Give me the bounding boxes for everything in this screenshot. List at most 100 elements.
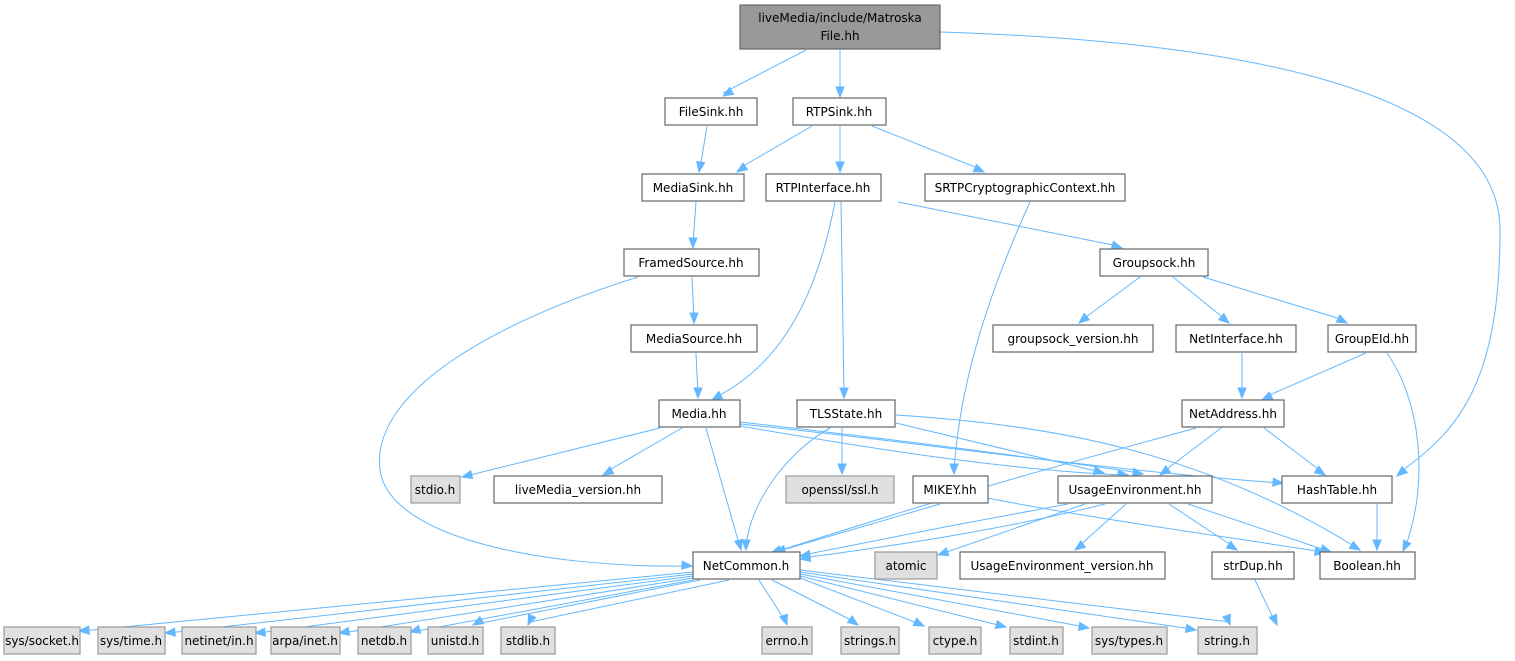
dependency-edge <box>1372 504 1382 552</box>
arrowhead-icon <box>798 552 812 562</box>
arrowhead-icon <box>1158 464 1172 476</box>
node-stdlib[interactable]: stdlib.h <box>500 626 556 655</box>
node-sys-types[interactable]: sys/types.h <box>1091 626 1168 655</box>
node-label: MediaSource.hh <box>646 332 742 346</box>
node-media[interactable]: Media.hh <box>658 399 741 428</box>
node-string[interactable]: string.h <box>1197 626 1258 655</box>
node-rtpsink[interactable]: RTPSink.hh <box>792 97 887 126</box>
dependency-edge <box>408 579 694 634</box>
edge-line <box>739 125 813 169</box>
edge-line <box>705 427 741 548</box>
node-stdint[interactable]: stdint.h <box>1009 626 1064 655</box>
arrowhead-icon <box>837 463 847 476</box>
node-strings[interactable]: strings.h <box>840 626 900 655</box>
dependency-edge <box>986 497 1327 556</box>
edge-line <box>799 571 1193 630</box>
node-mediasink[interactable]: MediaSink.hh <box>641 173 745 202</box>
node-label: liveMedia/include/Matroska <box>758 11 922 25</box>
node-label: sys/socket.h <box>5 634 79 648</box>
dependency-edge <box>710 201 836 401</box>
node-label: MIKEY.hh <box>923 483 976 497</box>
node-netinet-in[interactable]: netinet/in.h <box>181 626 257 655</box>
dependency-edge <box>471 579 701 626</box>
node-label: stdlib.h <box>506 634 550 648</box>
node-rtpinterface[interactable]: RTPInterface.hh <box>765 173 882 202</box>
dependency-edge <box>758 579 788 627</box>
node-filesink[interactable]: FileSink.hh <box>664 97 758 126</box>
edge-line <box>411 579 694 633</box>
node-livemedia-version[interactable]: liveMedia_version.hh <box>493 475 663 504</box>
node-unistd[interactable]: unistd.h <box>427 626 484 655</box>
dependency-edge <box>771 579 860 626</box>
node-label: NetInterface.hh <box>1189 332 1283 346</box>
dependency-edge <box>936 503 1086 557</box>
arrowhead-icon <box>1225 540 1239 551</box>
edge-line <box>802 503 1069 556</box>
node-mikey[interactable]: MIKEY.hh <box>912 475 989 504</box>
dependency-edge <box>77 571 694 635</box>
node-label: stdio.h <box>415 483 455 497</box>
edge-line <box>758 579 787 623</box>
arrowhead-icon <box>253 627 266 637</box>
node-usageenvironment[interactable]: UsageEnvironment.hh <box>1057 475 1213 504</box>
edge-line <box>771 579 856 623</box>
arrowhead-icon <box>994 619 1008 630</box>
node-label: RTPInterface.hh <box>776 181 871 195</box>
arrowhead-icon <box>778 613 788 627</box>
node-hashtable[interactable]: HashTable.hh <box>1281 475 1393 504</box>
dependency-edge <box>1202 276 1349 324</box>
node-label: sys/types.h <box>1095 634 1163 648</box>
arrowhead-icon <box>601 465 615 476</box>
node-arpa-inet[interactable]: arpa/inet.h <box>270 626 341 655</box>
dependency-edge <box>837 428 847 476</box>
arrowhead-icon <box>949 463 959 476</box>
arrowhead-icon <box>936 547 950 557</box>
dependency-edge <box>689 276 699 325</box>
node-label: errno.h <box>766 634 809 648</box>
dependency-edge <box>798 503 1106 562</box>
node-boolean[interactable]: Boolean.hh <box>1319 551 1416 580</box>
node-srtpcryptographiccontext[interactable]: SRTPCryptographicContext.hh <box>924 173 1126 202</box>
dependency-edge <box>799 575 1008 630</box>
node-usageenvironment-version[interactable]: UsageEnvironment_version.hh <box>959 551 1166 580</box>
node-openssl-ssl[interactable]: openssl/ssl.h <box>785 475 895 504</box>
arrowhead-icon <box>471 615 485 626</box>
node-sys-socket[interactable]: sys/socket.h <box>3 626 81 655</box>
edge-line <box>802 503 1106 559</box>
dependency-edge <box>705 427 744 552</box>
arrowhead-icon <box>1110 240 1124 250</box>
node-stdio[interactable]: stdio.h <box>410 475 461 504</box>
arrowhead-icon <box>1335 314 1349 324</box>
edge-line <box>167 573 694 634</box>
edge-line <box>1202 276 1345 321</box>
edge-line <box>799 573 1086 628</box>
node-tlsstate[interactable]: TLSState.hh <box>796 399 896 428</box>
node-strdup[interactable]: strDup.hh <box>1211 551 1295 580</box>
edge-line <box>715 201 836 398</box>
node-groupsock[interactable]: Groupsock.hh <box>1099 248 1209 277</box>
arrowhead-icon <box>710 390 724 401</box>
arrowhead-icon <box>912 617 926 627</box>
node-atomic[interactable]: atomic <box>874 551 938 580</box>
node-netinterface[interactable]: NetInterface.hh <box>1175 324 1297 353</box>
arrowhead-icon <box>1077 621 1091 631</box>
node-sys-time[interactable]: sys/time.h <box>97 626 166 655</box>
node-netdb[interactable]: netdb.h <box>357 626 412 655</box>
node-netaddress[interactable]: NetAddress.hh <box>1181 399 1285 428</box>
dependency-edge <box>337 577 694 636</box>
edge-line <box>1264 352 1367 398</box>
node-label: strings.h <box>844 634 896 648</box>
edge-line <box>897 201 1119 247</box>
node-groupeid[interactable]: GroupEId.hh <box>1327 324 1417 353</box>
arrowhead-icon <box>681 560 694 570</box>
node-matroskafile[interactable]: liveMedia/include/Matroska File.hh <box>739 4 941 50</box>
node-mediasource[interactable]: MediaSource.hh <box>630 324 758 353</box>
node-label: UsageEnvironment.hh <box>1068 483 1201 497</box>
node-ctype[interactable]: ctype.h <box>928 626 982 655</box>
node-framedsource[interactable]: FramedSource.hh <box>623 248 760 277</box>
node-netcommon[interactable]: NetCommon.h <box>692 551 801 580</box>
node-errno[interactable]: errno.h <box>761 626 813 655</box>
arrowhead-icon <box>846 615 860 626</box>
node-groupsock-version[interactable]: groupsock_version.hh <box>992 324 1154 353</box>
